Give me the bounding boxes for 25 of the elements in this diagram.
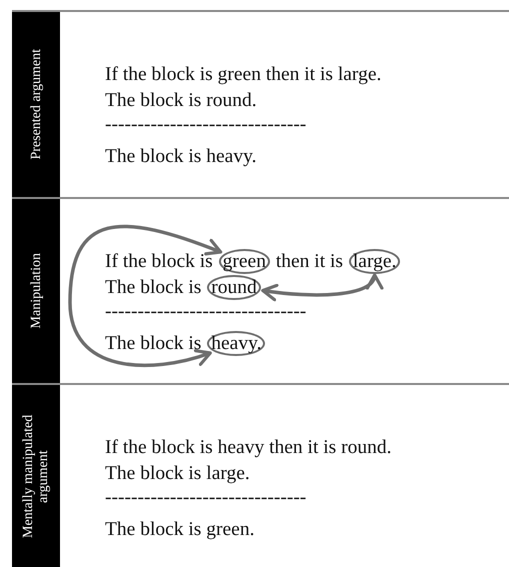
statement-text: If the block is bbox=[105, 251, 213, 272]
row-header-band bbox=[12, 12, 60, 197]
statement-text: If the block is heavy then it is round. bbox=[105, 437, 392, 458]
statement-text: The block is green. bbox=[105, 519, 254, 540]
circled-word: green bbox=[218, 249, 270, 274]
curved-arrow bbox=[261, 273, 380, 302]
statement-text: The block is heavy. bbox=[105, 146, 256, 167]
statement-text: then it is bbox=[276, 251, 343, 272]
circled-word: large. bbox=[348, 249, 400, 274]
row-header-band bbox=[12, 385, 60, 567]
row-header-band bbox=[12, 199, 60, 383]
statement-text: The block is round. bbox=[105, 90, 257, 111]
statement-text: The block is bbox=[105, 277, 202, 298]
row-header-text: Manipulation bbox=[28, 253, 44, 329]
circled-word: round bbox=[207, 275, 261, 300]
statement-text: The block is large. bbox=[105, 463, 250, 484]
statement-text: If the block is green then it is large. bbox=[105, 64, 382, 85]
divider-dashes: ------------------------------- bbox=[105, 487, 306, 508]
statement-text: The block is bbox=[105, 333, 202, 354]
row-header-text: Mentally manipulated argument bbox=[21, 413, 51, 540]
circled-word: heavy. bbox=[207, 331, 266, 356]
divider-dashes: ------------------------------- bbox=[105, 114, 306, 135]
row-header-text: Presented argument bbox=[28, 49, 44, 160]
curved-arrow bbox=[68, 224, 222, 368]
divider-dashes: ------------------------------- bbox=[105, 301, 306, 322]
